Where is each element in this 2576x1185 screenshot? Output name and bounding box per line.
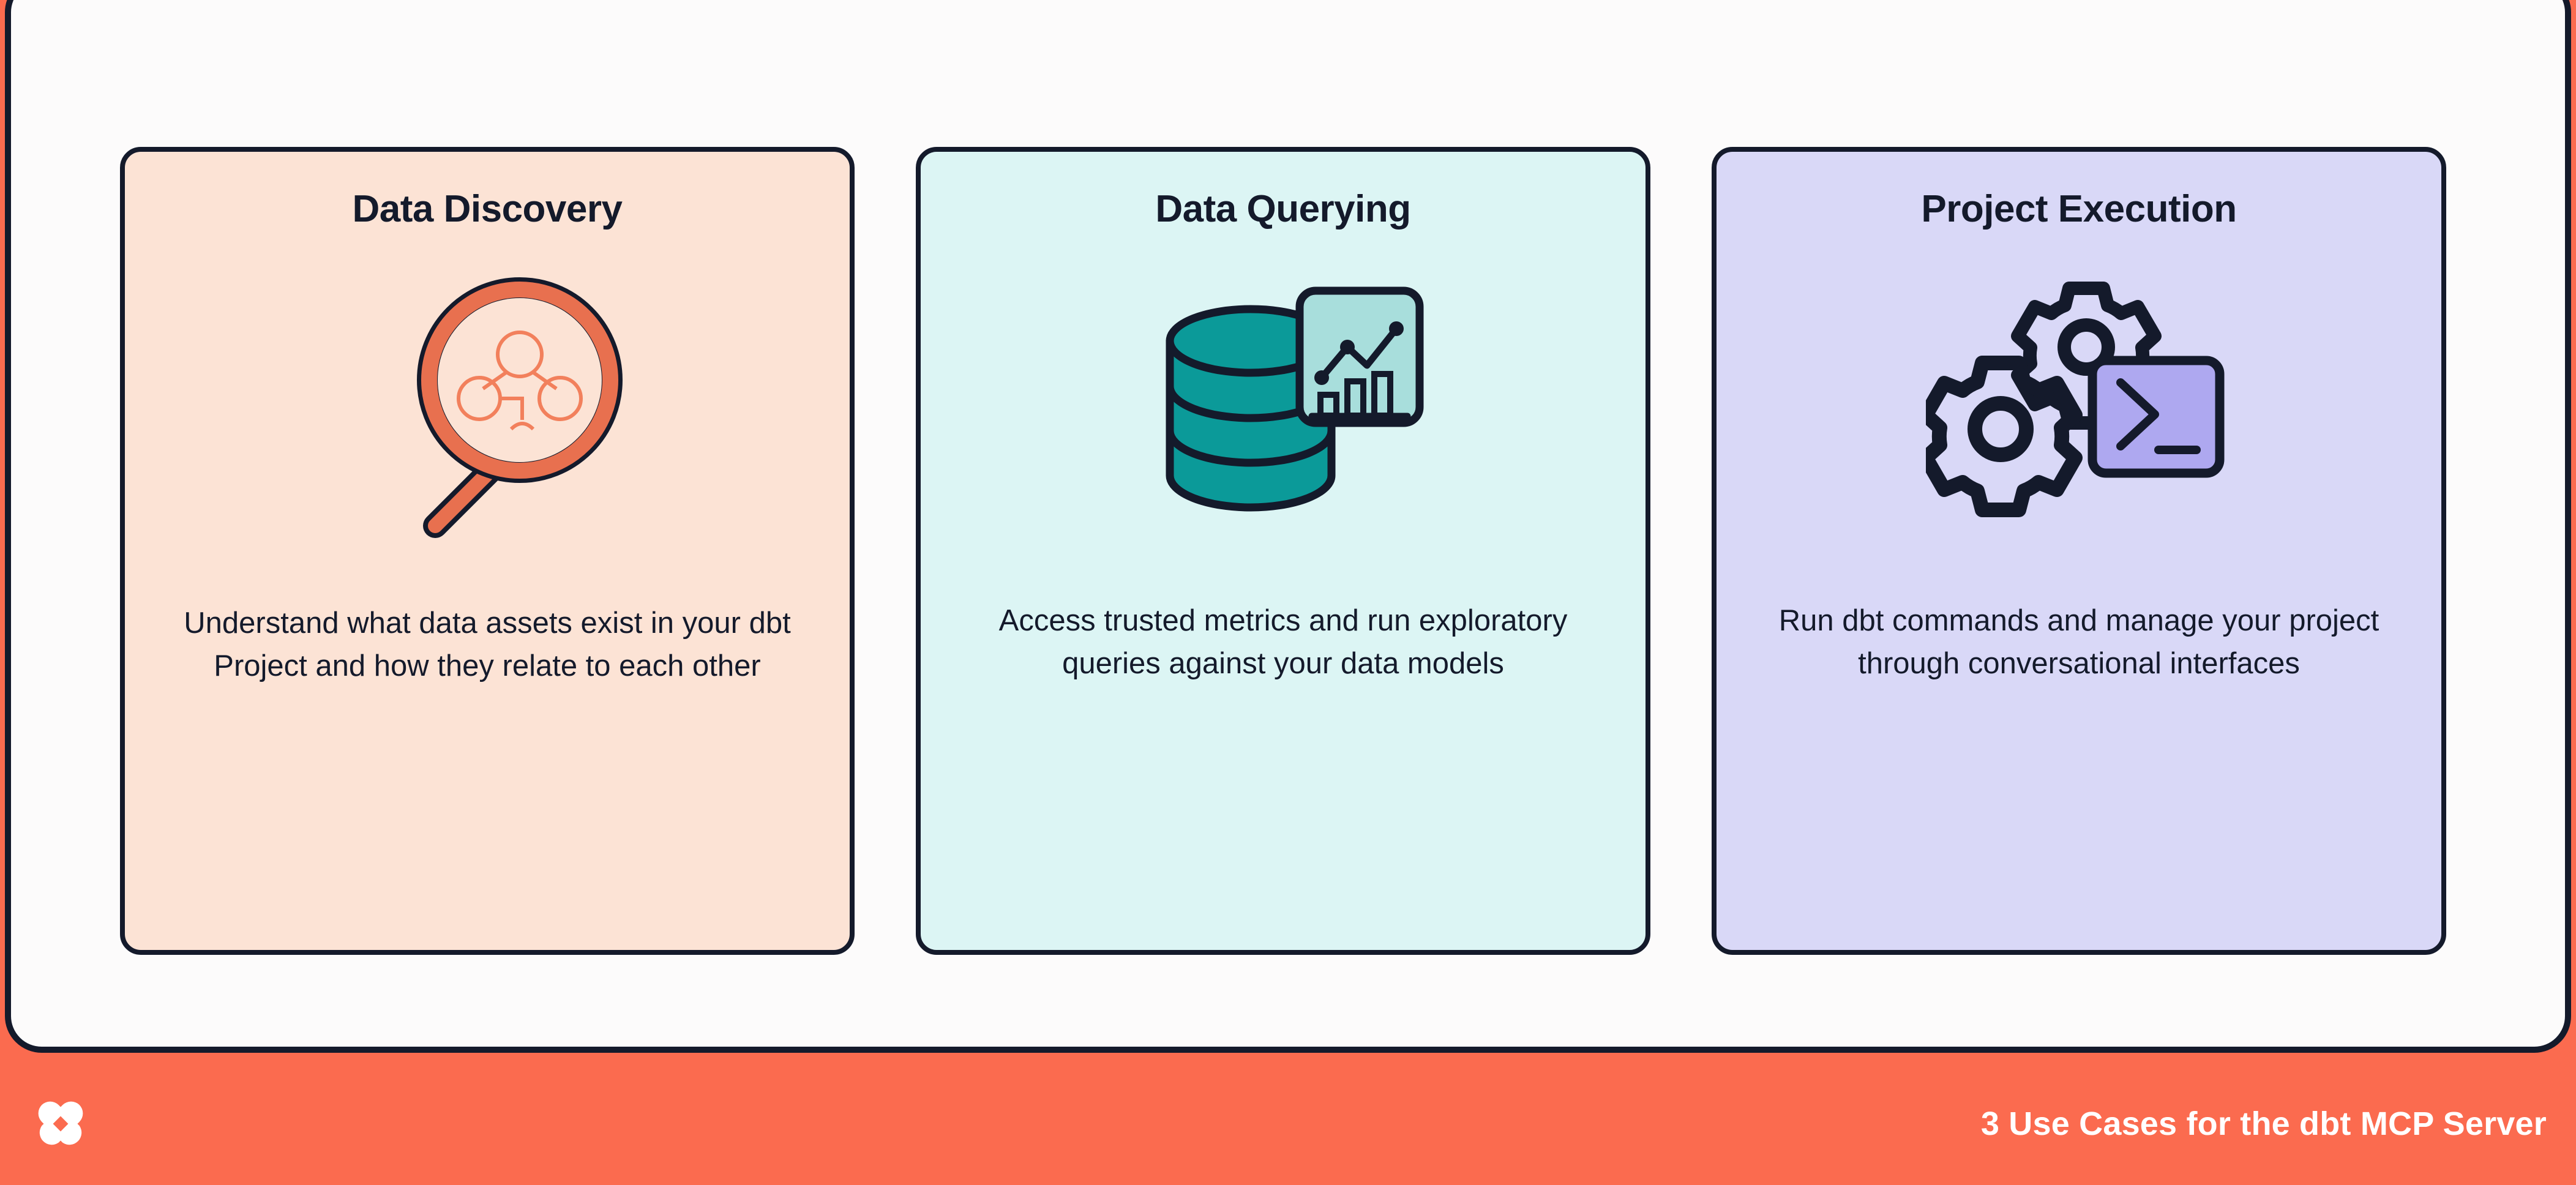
card-description: Understand what data assets exist in you… [184,607,791,682]
card-title: Project Execution [1921,188,2237,230]
dbt-logo-icon [27,1090,94,1157]
card-data-discovery[interactable]: Data Discovery [120,147,855,955]
card-description: Run dbt commands and manage your project… [1778,604,2379,680]
footer-caption: 3 Use Cases for the dbt MCP Server [1980,1105,2547,1142]
database-chart-icon [954,241,1612,584]
card-data-querying[interactable]: Data Querying [916,147,1650,955]
card-title: Data Discovery [352,188,623,230]
gears-terminal-icon [1750,241,2408,584]
card-title: Data Querying [1155,188,1411,230]
magnifying-glass-lineage-icon [158,241,817,584]
card-project-execution[interactable]: Project Execution [1712,147,2446,955]
use-case-cards-row: Data Discovery [0,24,2566,1077]
footer-bar: 3 Use Cases for the dbt MCP Server [0,1063,2576,1185]
card-description: Access trusted metrics and run explorato… [998,604,1568,680]
